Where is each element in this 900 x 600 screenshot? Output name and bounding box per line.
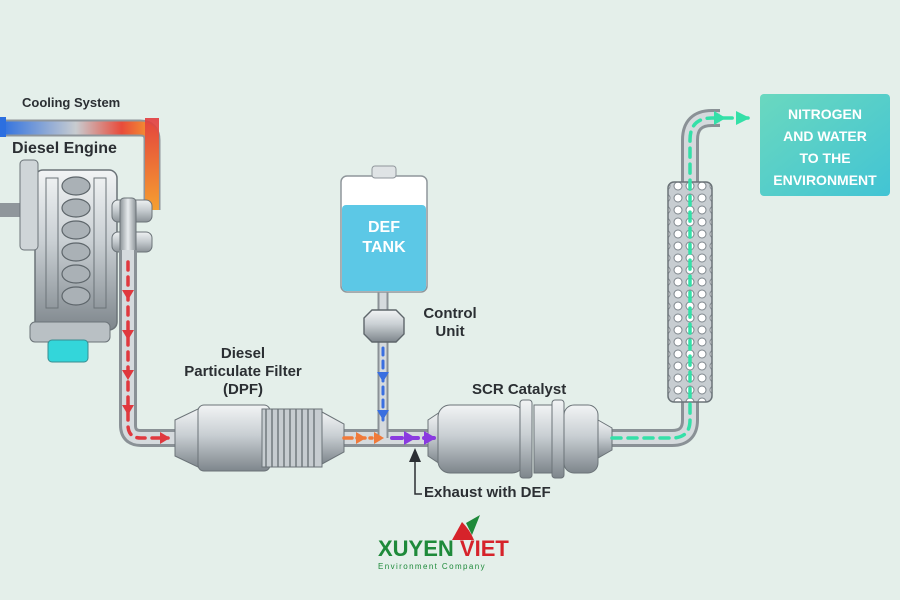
brand-logo-icon: [452, 515, 480, 540]
def-tank-label: DEF TANK: [344, 218, 424, 258]
control-unit-icon: [363, 309, 405, 343]
output-label-line3: TO THE: [799, 150, 851, 166]
dpf-label-line2: Particulate Filter: [184, 363, 302, 380]
def-tank-label-line2: TANK: [362, 239, 406, 256]
output-label-line4: ENVIRONMENT: [773, 172, 877, 188]
brand-subtitle: Environment Company: [378, 562, 486, 571]
diesel-engine-label: Diesel Engine: [12, 140, 117, 157]
brand-name-part1: XUYEN: [378, 536, 460, 561]
def-tank-icon: [340, 165, 428, 293]
exhaust-pointer: [409, 448, 422, 495]
output-box: [760, 94, 890, 196]
brand-name: XUYEN VIET: [378, 536, 509, 562]
control-unit-label: Control Unit: [406, 305, 494, 341]
dpf-label: Diesel Particulate Filter (DPF): [168, 345, 318, 399]
def-tank-label-line1: DEF: [368, 219, 400, 236]
output-label-line1: NITROGEN: [788, 106, 862, 122]
control-unit-label-line1: Control: [423, 305, 477, 322]
dpf-label-line1: Diesel: [220, 345, 266, 362]
brand-name-part2: VIET: [459, 536, 509, 561]
scr-catalyst-label: SCR Catalyst: [472, 381, 567, 398]
engine-icon: [19, 159, 153, 363]
flow-arrow-icon: [122, 111, 750, 445]
dpf-icon: [174, 404, 345, 472]
exhaust-with-def-label: Exhaust with DEF: [424, 484, 551, 501]
output-label-line2: AND WATER: [783, 128, 867, 144]
control-unit-label-line2: Unit: [435, 323, 465, 340]
cooling-system-label: Cooling System: [22, 95, 121, 110]
output-label: NITROGEN AND WATER TO THE ENVIRONMENT: [762, 103, 888, 191]
cooling-loop: [0, 117, 161, 217]
dpf-label-line3: (DPF): [223, 381, 263, 398]
scr-catalyst-icon: [427, 399, 613, 479]
brand-logo: XUYEN VIET Environment Company: [360, 522, 540, 582]
